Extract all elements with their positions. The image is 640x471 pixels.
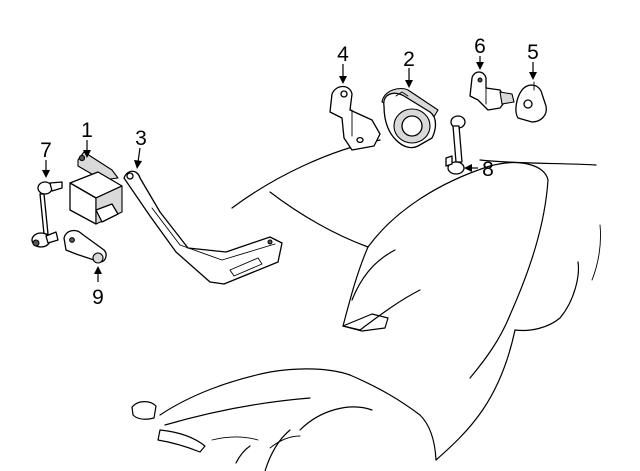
- sensor-lever-arm-icon: [63, 229, 107, 264]
- callout-2: 2: [403, 48, 415, 71]
- level-motor-icon: [381, 87, 439, 149]
- callout-8: 8: [482, 158, 494, 181]
- sensor-linkage-rod-icon: [31, 181, 63, 248]
- callout-9: 9: [92, 286, 104, 309]
- hook-bracket-icon: [515, 81, 547, 123]
- car-outline-icon: [131, 139, 601, 471]
- callout-5: 5: [527, 41, 539, 64]
- headlamp-level-sensor-icon: [69, 151, 123, 225]
- callout-3: 3: [135, 127, 147, 150]
- callout-7: 7: [40, 139, 52, 162]
- callout-6: 6: [474, 35, 486, 58]
- callout-1: 1: [81, 119, 93, 142]
- bracket-with-bolt-icon: [469, 71, 515, 111]
- callout-leaders: [42, 56, 537, 282]
- short-link-rod-icon: [445, 115, 466, 175]
- mounting-bracket-icon: [329, 85, 381, 151]
- sensor-bracket-icon: [123, 170, 283, 285]
- callout-4: 4: [337, 43, 349, 66]
